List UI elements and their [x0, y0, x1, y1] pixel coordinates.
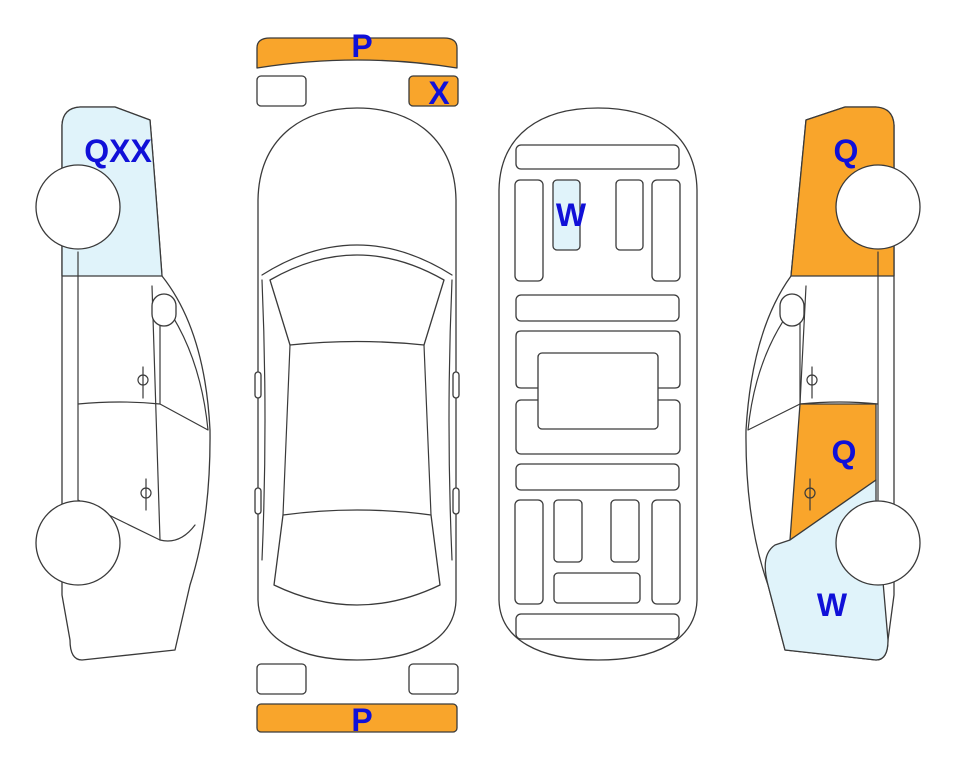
hood-line	[261, 244, 453, 276]
floor-rear-left-inner	[553, 499, 583, 563]
label-right-front: Q	[834, 133, 859, 169]
left-pillar	[151, 285, 196, 542]
label-rear-bumper: P	[351, 702, 372, 738]
right-pillar	[799, 285, 807, 405]
right-mirror-side[interactable]	[779, 293, 805, 327]
floor-rear-right-rail	[651, 499, 681, 605]
left-side-trim	[261, 279, 266, 561]
right-mirror[interactable]	[452, 371, 460, 399]
floor-front-left-rail	[514, 179, 544, 282]
label-roof-panel: W	[556, 197, 587, 233]
left-rear-wheel[interactable]	[35, 500, 121, 586]
floor-center-panel	[537, 352, 659, 430]
floor-front-right-rail	[651, 179, 681, 282]
right-door-split	[799, 401, 879, 405]
right-front-wheel[interactable]	[835, 164, 921, 250]
front-bumper-panel[interactable]	[256, 37, 458, 69]
windshield[interactable]	[269, 254, 445, 346]
floor-front-right-inner	[615, 179, 644, 251]
floor-rear-right-inner	[610, 499, 640, 563]
rear-left-light[interactable]	[256, 663, 307, 695]
left-beltline	[77, 251, 161, 541]
label-right-rear-door: Q	[832, 434, 857, 470]
label-front-bumper: P	[351, 28, 372, 64]
right-side-trim	[448, 279, 453, 561]
right-rear-handle	[452, 487, 460, 515]
left-rear-handle	[254, 487, 262, 515]
top-view	[254, 37, 460, 733]
front-left-light[interactable]	[256, 75, 307, 107]
left-door-split	[77, 401, 161, 405]
floor-cross-bar-2	[515, 463, 680, 491]
left-front-wheel[interactable]	[35, 164, 121, 250]
label-front-right-light: X	[428, 75, 450, 111]
right-rear-wheel[interactable]	[835, 500, 921, 586]
rear-right-light[interactable]	[408, 663, 459, 695]
front-right-light[interactable]	[408, 75, 459, 107]
floor-rear-bar	[515, 613, 680, 640]
right-side-view	[745, 106, 921, 661]
floor-rear-left-rail	[514, 499, 544, 605]
rear-window[interactable]	[273, 509, 441, 606]
left-mirror[interactable]	[254, 371, 262, 399]
floor-cross-bar-1	[515, 294, 680, 322]
label-right-rear: W	[817, 587, 848, 623]
floor-rear-center	[553, 572, 641, 604]
left-mirror-side[interactable]	[151, 293, 177, 327]
left-side-view	[35, 106, 211, 661]
rear-bumper-panel[interactable]	[256, 703, 458, 733]
label-left-front: QXX	[84, 133, 152, 169]
floor-front-bar	[515, 144, 680, 170]
floor-view	[498, 107, 698, 661]
damage-labels: P X QXX W Q Q W P	[84, 28, 858, 738]
roof-panel[interactable]	[552, 179, 581, 251]
